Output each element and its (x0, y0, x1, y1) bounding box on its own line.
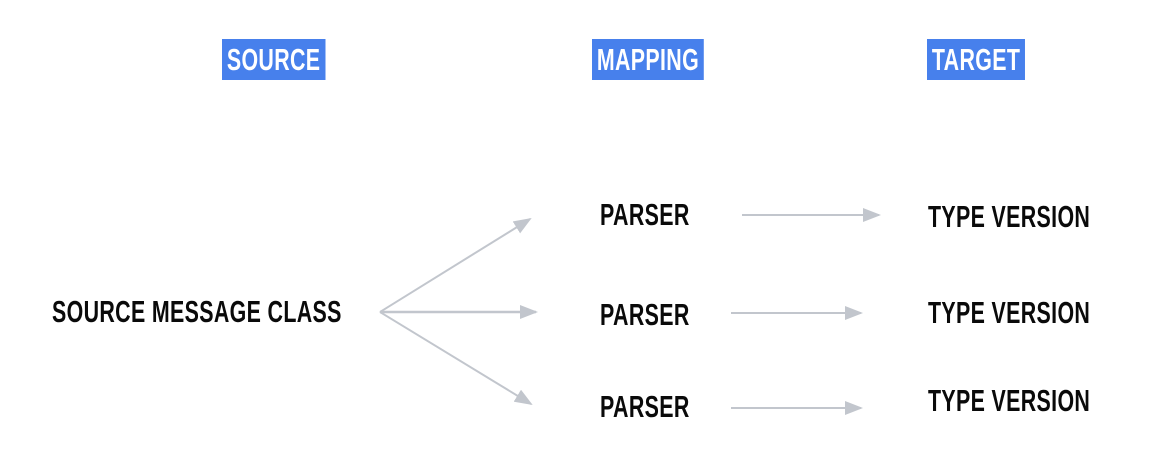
type-version-node-2: TYPE VERSION (928, 295, 1091, 330)
source-message-class-node: SOURCE MESSAGE CLASS (52, 294, 342, 329)
parser-node-3: PARSER (600, 389, 690, 424)
column-header-mapping: MAPPING (592, 39, 704, 80)
parser-node-1: PARSER (600, 197, 690, 232)
type-version-node-3: TYPE VERSION (928, 383, 1091, 418)
column-header-target: TARGET (927, 39, 1026, 80)
parser-node-2: PARSER (600, 297, 690, 332)
fan-arrow-top (379, 217, 532, 313)
fan-arrow-bottom (379, 311, 533, 406)
column-header-source: SOURCE (222, 39, 326, 80)
type-version-node-1: TYPE VERSION (928, 199, 1091, 234)
